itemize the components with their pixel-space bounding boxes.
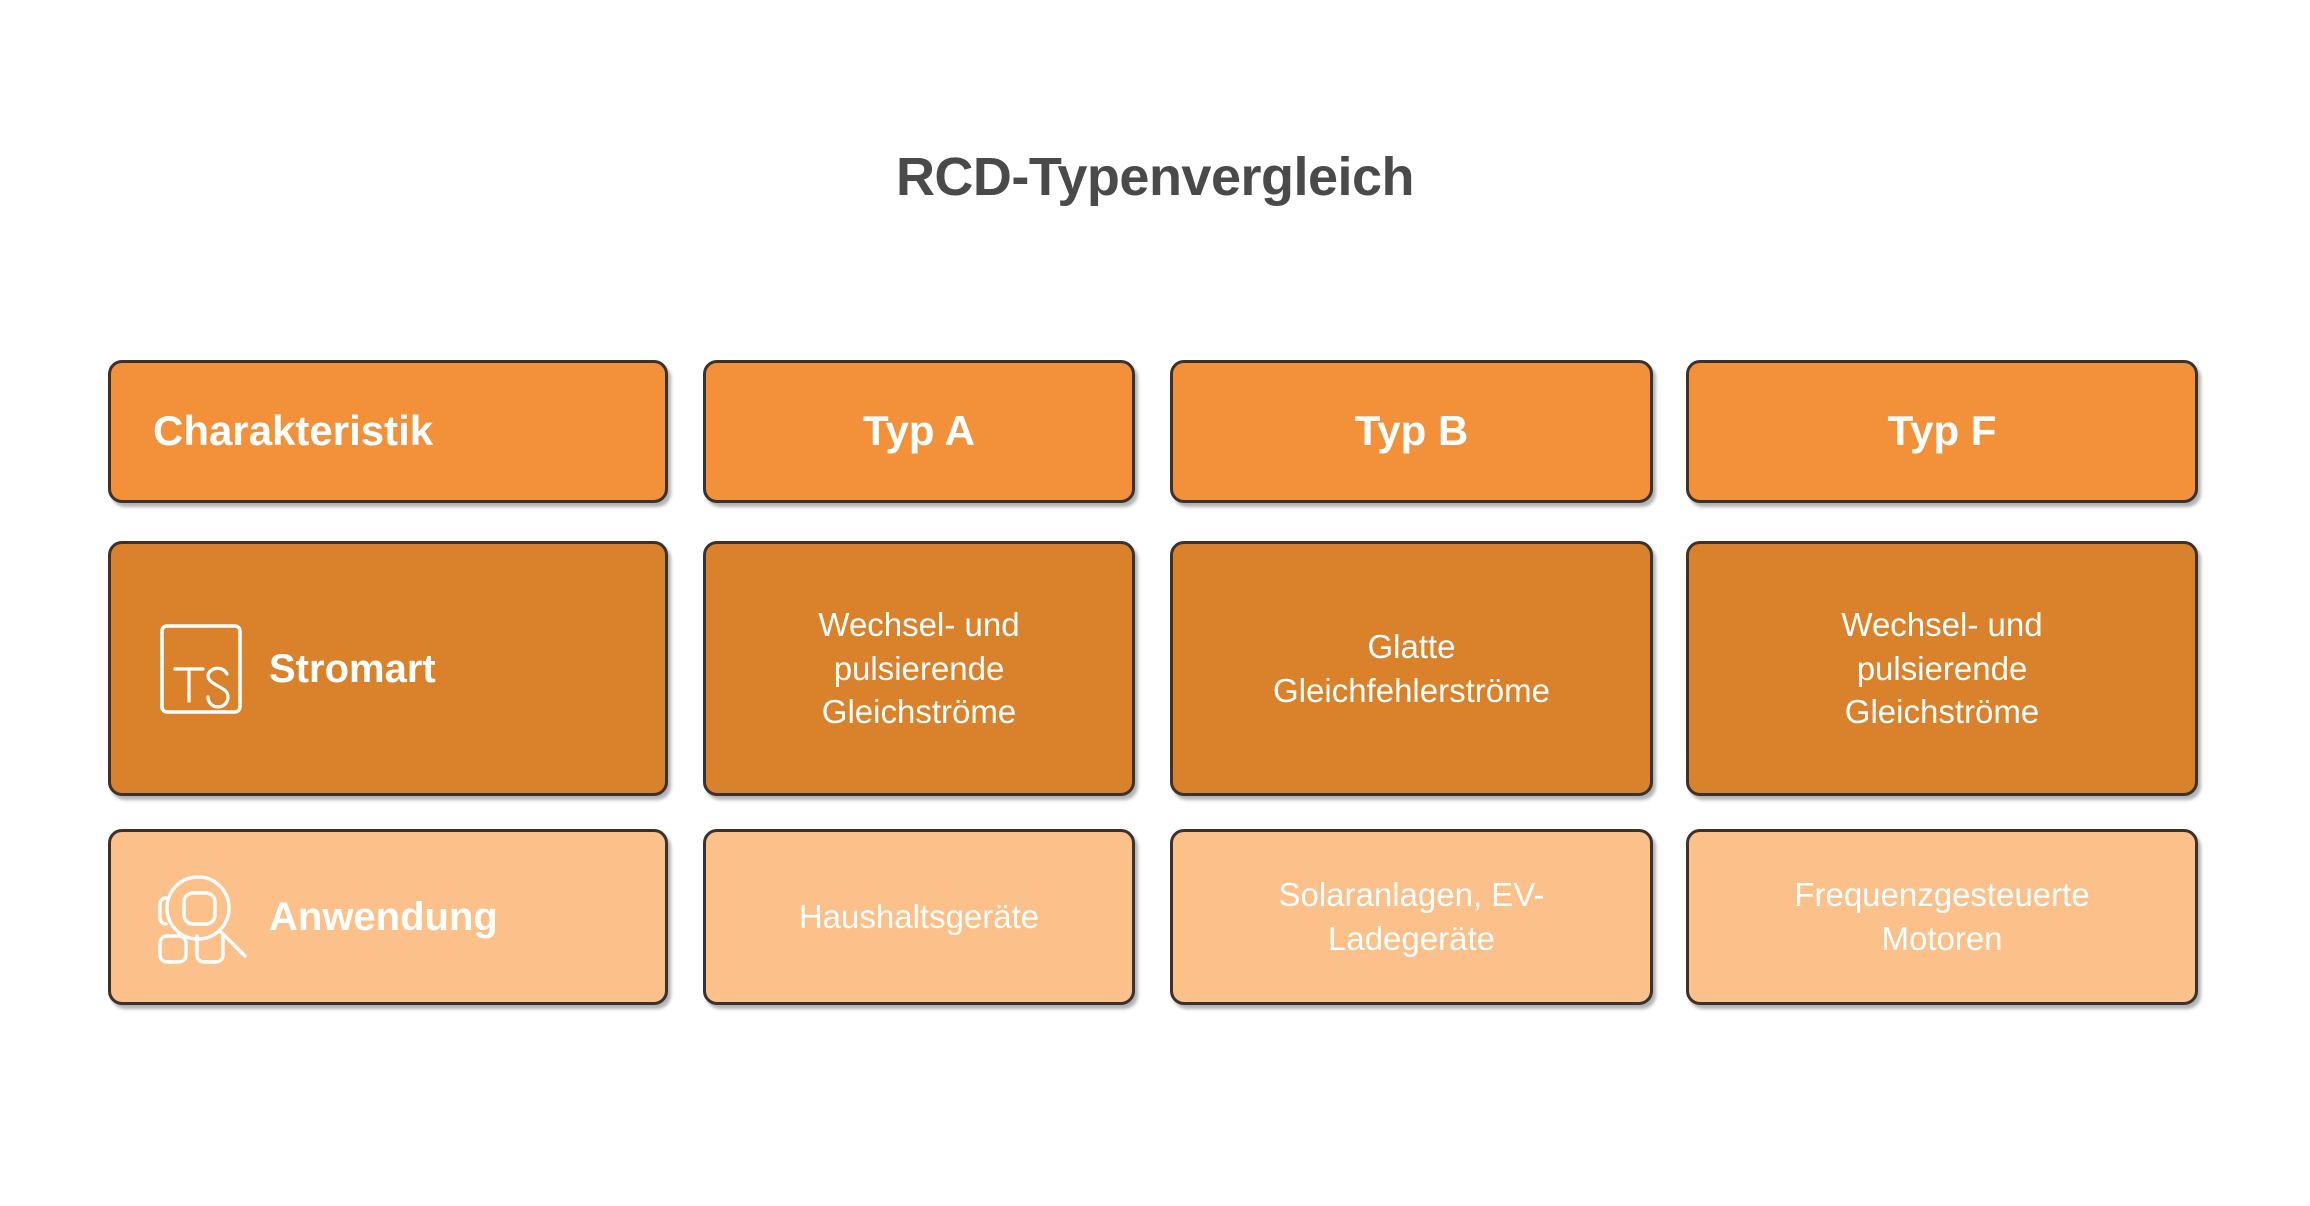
comparison-table: Charakteristik Typ A Typ B Typ F [108, 360, 2203, 1005]
cell-value: Solaranlagen, EV- Ladegeräte [1278, 876, 1545, 957]
body-cell-stromart-typ-b[interactable]: Glatte Gleichfehlerströme [1170, 541, 1653, 796]
cell-value: Wechsel- und pulsierende Gleichströme [818, 605, 1020, 731]
header-cell-typ-b[interactable]: Typ B [1170, 360, 1653, 503]
cell-value: Frequenzgesteuerte Motoren [1794, 876, 2090, 957]
cell-value: Wechsel- und pulsierende Gleichströme [1841, 605, 2043, 731]
header-cell-charakteristik[interactable]: Charakteristik [108, 360, 668, 503]
ts-square-icon [149, 617, 253, 721]
row-label-cell-stromart[interactable]: Stromart [108, 541, 668, 796]
page-title: RCD-Typenvergleich [895, 147, 1415, 207]
table-row: Stromart Wechsel- und pulsierende Gleich… [108, 541, 2203, 796]
cell-value: Haushaltsgeräte [798, 898, 1040, 936]
row-label-group: Stromart [111, 617, 665, 721]
header-cell-typ-a[interactable]: Typ A [703, 360, 1135, 503]
magnifier-app-grid-icon [149, 865, 253, 969]
header-cell-label: Typ A [863, 407, 975, 455]
header-cell-label: Typ F [1887, 407, 1997, 455]
header-cell-label: Charakteristik [153, 407, 434, 455]
row-label-cell-anwendung[interactable]: Anwendung [108, 829, 668, 1005]
body-cell-stromart-typ-f[interactable]: Wechsel- und pulsierende Gleichströme [1686, 541, 2198, 796]
row-label-group: Anwendung [111, 865, 665, 969]
body-cell-stromart-typ-a[interactable]: Wechsel- und pulsierende Gleichströme [703, 541, 1135, 796]
header-cell-typ-f[interactable]: Typ F [1686, 360, 2198, 503]
header-cell-label: Typ B [1354, 407, 1469, 455]
body-cell-anwendung-typ-b[interactable]: Solaranlagen, EV- Ladegeräte [1170, 829, 1653, 1005]
row-label-text: Anwendung [269, 895, 498, 939]
body-cell-anwendung-typ-f[interactable]: Frequenzgesteuerte Motoren [1686, 829, 2198, 1005]
row-label-text: Stromart [269, 646, 436, 691]
cell-value: Glatte Gleichfehlerströme [1273, 627, 1550, 709]
body-cell-anwendung-typ-a[interactable]: Haushaltsgeräte [703, 829, 1135, 1005]
table-row: Anwendung Haushaltsgeräte Solaranlagen, … [108, 829, 2203, 1005]
table-header-row: Charakteristik Typ A Typ B Typ F [108, 360, 2203, 503]
